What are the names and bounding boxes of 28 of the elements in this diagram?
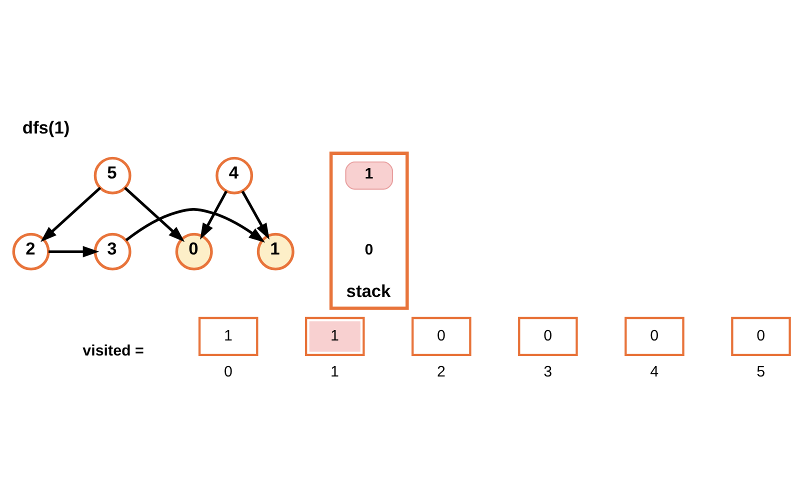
node-box: 0 (412, 316, 472, 356)
arrow (241, 190, 270, 240)
node-box: 0 (731, 316, 791, 356)
node-box: 0 (518, 316, 578, 356)
node-circle: 2 (12, 232, 50, 270)
node-box: 1 (198, 316, 258, 356)
arrow (40, 186, 102, 242)
node-label: 5 (756, 362, 766, 380)
node-label: 2 (437, 362, 446, 380)
arrow (124, 186, 185, 242)
node-box: 1 (304, 316, 365, 356)
diagram-title: dfs(1) (22, 117, 70, 138)
node-label: 3 (544, 362, 552, 380)
node-circle: 5 (94, 156, 132, 194)
arrow (125, 208, 266, 242)
node-circle: 3 (94, 232, 132, 270)
node-label: 4 (650, 362, 659, 380)
node-text: visited = (82, 342, 144, 360)
node-label: 0 (224, 362, 232, 380)
node-circle: 4 (216, 156, 254, 194)
node-text: 0 (364, 241, 374, 258)
arrow (48, 245, 100, 257)
node-box: 0 (624, 316, 684, 356)
node-box: 1 (345, 160, 394, 190)
arrow (200, 190, 228, 240)
node-label: 1 (330, 362, 339, 380)
node-circle: 0 (175, 232, 213, 270)
node-circle: 1 (256, 232, 294, 270)
